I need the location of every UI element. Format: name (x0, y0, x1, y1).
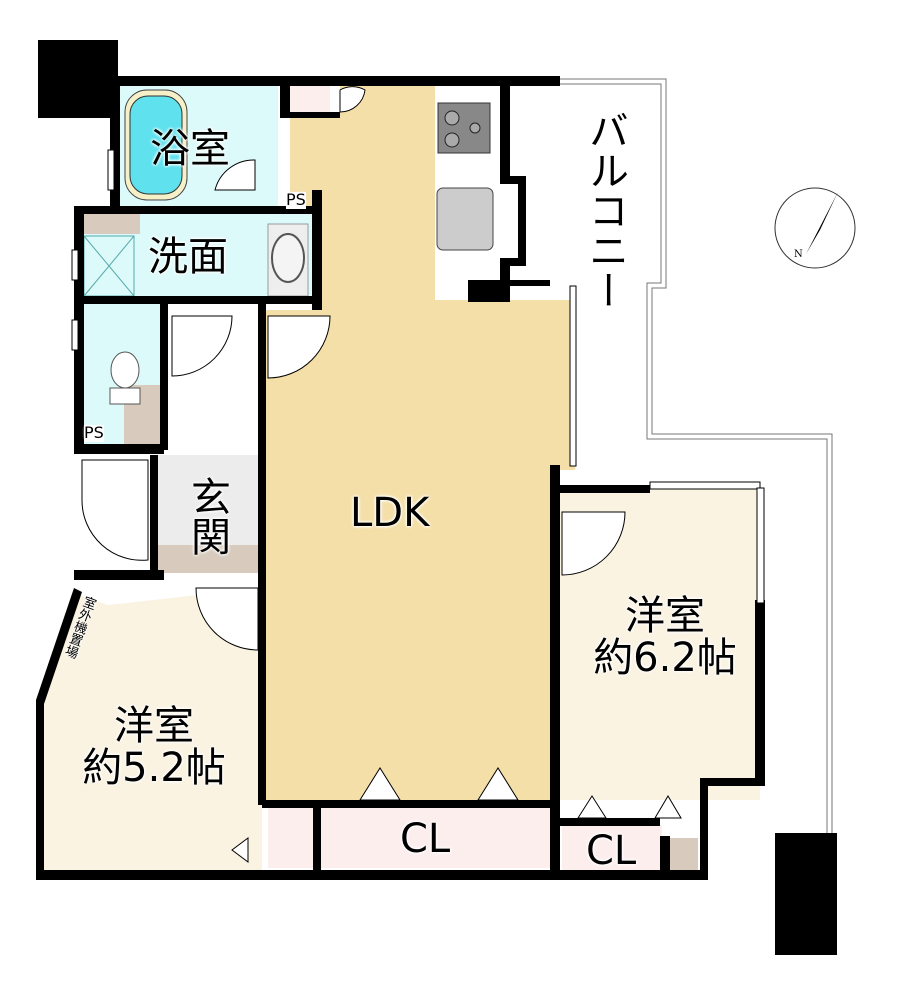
closet-small-label: CL (586, 828, 637, 874)
entrance-step (155, 545, 262, 573)
bath-label: 浴室 (150, 126, 230, 172)
door-ldk (267, 315, 331, 379)
western-room-2-floor (42, 588, 262, 870)
compass-north-label: N (794, 249, 803, 260)
entrance-floor (155, 455, 262, 545)
closet-large-label: CL (400, 816, 451, 862)
western-room-1-name: 洋室 (625, 593, 705, 639)
western-room-2-size: 約5.2帖 (82, 745, 226, 791)
door-bedroom2 (195, 587, 259, 651)
sink-icon (436, 187, 494, 251)
north-arrow-icon (806, 192, 838, 254)
door-toilet (171, 315, 233, 377)
ps-lower-label: PS (84, 423, 104, 442)
door-top (339, 86, 366, 113)
walls (36, 40, 837, 955)
western-room-2-name: 洋室 (114, 703, 194, 749)
ldk-floor (265, 86, 575, 800)
entrance-label: 玄関 (184, 476, 230, 556)
western-room-1-label: 洋室 約6.2帖 (580, 595, 750, 679)
compass (774, 187, 856, 269)
balcony-outline (560, 78, 833, 836)
balcony-label: バルコニー (582, 110, 628, 310)
door-bedroom1 (561, 511, 626, 576)
ldk-label: LDK (350, 490, 430, 536)
western-room-2-label: 洋室 約5.2帖 (64, 705, 244, 789)
door-bath (214, 159, 256, 191)
door-entrance (81, 459, 149, 561)
closet-small-floor (562, 825, 662, 870)
western-room-1-size: 約6.2帖 (593, 635, 737, 681)
toilet-icon (110, 351, 140, 389)
stove-icon (437, 102, 491, 154)
washroom-label: 洗面 (148, 234, 228, 280)
washroom-storage (80, 214, 140, 234)
closet-large-floor (318, 805, 555, 868)
ps-upper-label: PS (286, 190, 306, 209)
